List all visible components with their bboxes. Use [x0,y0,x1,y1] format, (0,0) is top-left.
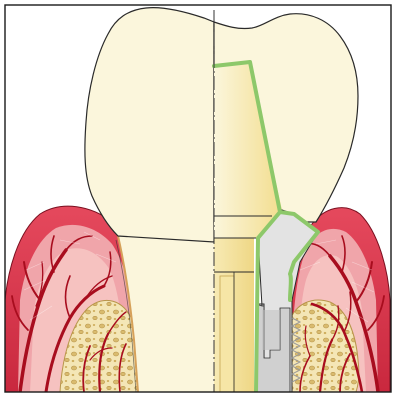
illustration-canvas [0,0,395,397]
dental-illustration [0,0,395,397]
